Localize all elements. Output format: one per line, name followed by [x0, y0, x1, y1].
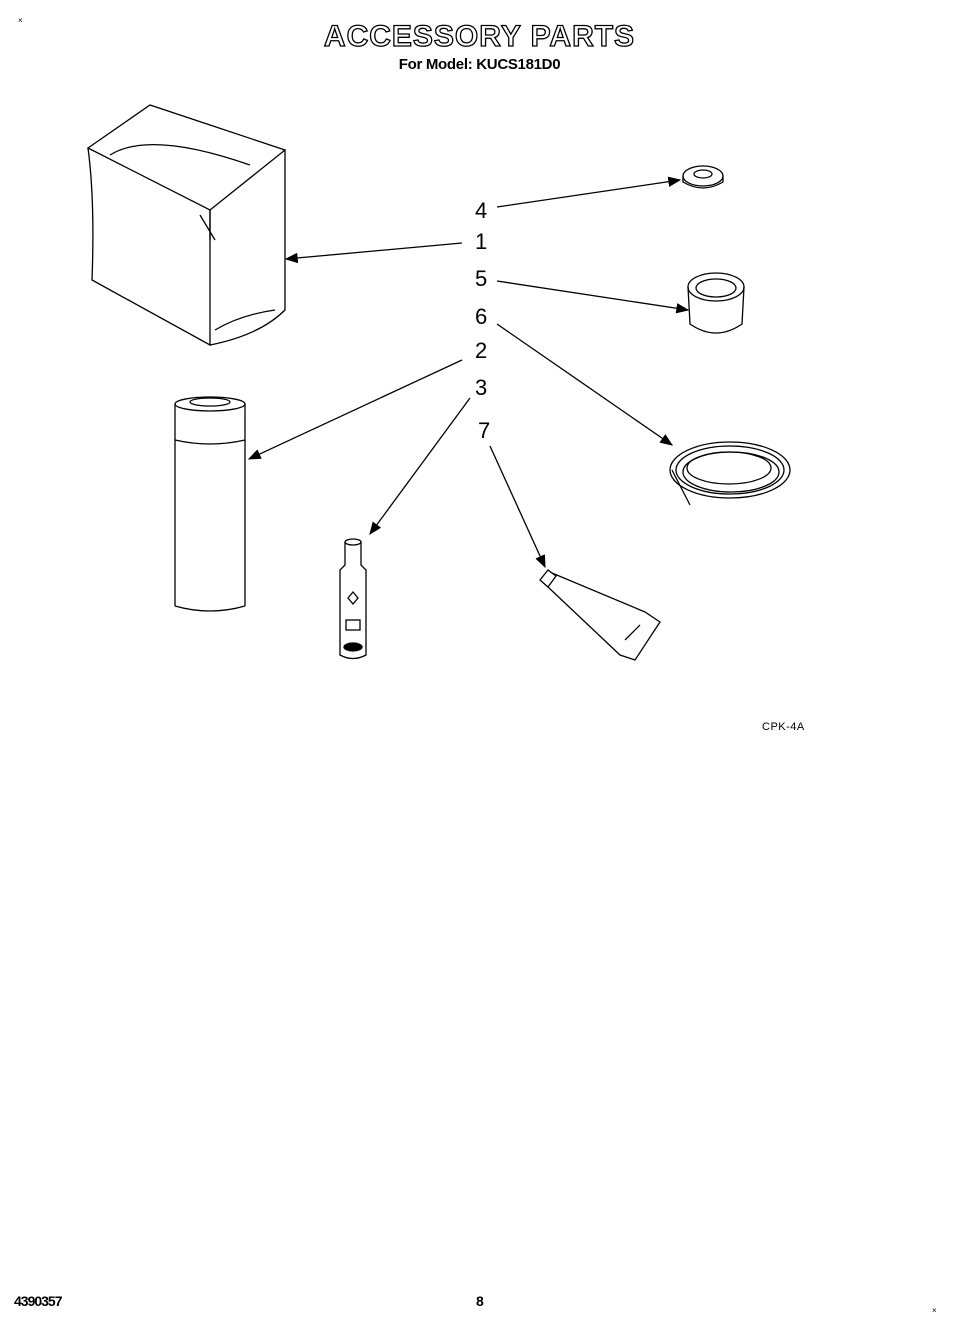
touch-up-paint-icon [339, 538, 367, 660]
callout-6: 6 [475, 304, 488, 329]
coiled-tube-icon [669, 441, 791, 506]
callout-1: 1 [475, 229, 488, 254]
callout-5: 5 [475, 266, 488, 291]
bag-icon [86, 104, 287, 347]
illustration-code: CPK-4A [762, 721, 805, 733]
callout-7: 7 [478, 418, 491, 443]
page-title: ACCESSORY PARTS [323, 19, 636, 53]
grease-tube-icon [539, 569, 661, 661]
cup-icon [687, 272, 745, 334]
callout-2: 2 [475, 338, 488, 363]
model-subtitle: For Model: KUCS181D0 [398, 56, 561, 73]
document-number: 4390357 [14, 1293, 63, 1309]
corner-mark: × [932, 1306, 937, 1315]
callout-4: 4 [475, 198, 488, 223]
leader-lines [247, 176, 690, 569]
callout-3: 3 [475, 375, 488, 400]
aerosol-can-icon [174, 396, 246, 612]
page-number: 8 [476, 1293, 484, 1309]
corner-mark: × [18, 16, 23, 25]
cap-icon [682, 165, 724, 189]
